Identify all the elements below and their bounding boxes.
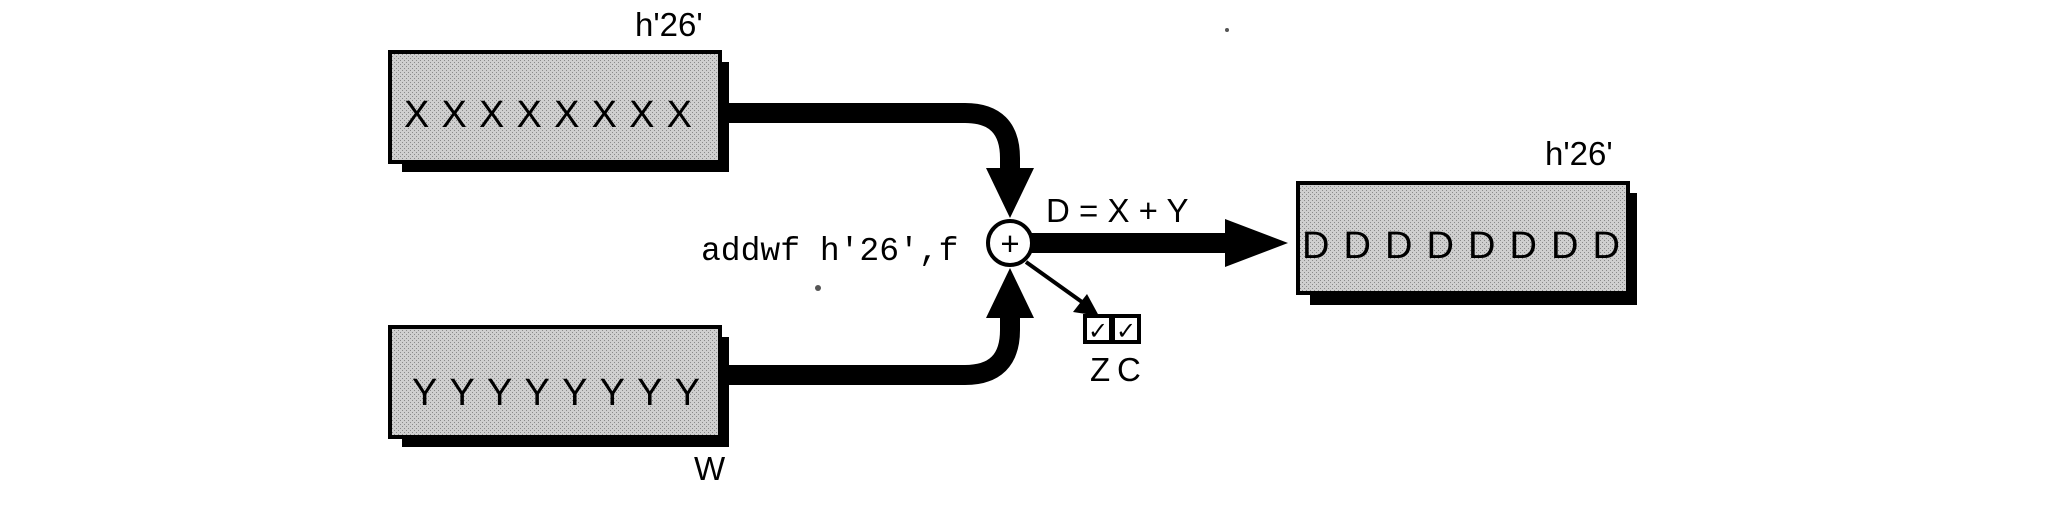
adder-output-arrowhead xyxy=(1225,219,1288,267)
adder-output-connector xyxy=(1030,233,1230,253)
source-register-box xyxy=(388,50,722,164)
source-file-register: h'26' XXXXXXXX xyxy=(388,6,729,172)
w-to-adder-connector xyxy=(729,308,1020,385)
w-register-box xyxy=(388,325,722,439)
source-to-adder-arrowhead xyxy=(986,168,1034,218)
destination-register-address-label: h'26' xyxy=(1545,135,1613,172)
zero-flag-box xyxy=(1083,314,1113,344)
stray-dot-top xyxy=(1225,28,1229,32)
carry-flag-box xyxy=(1111,314,1141,344)
status-flags: ✓ ✓ Z C xyxy=(1024,260,1141,388)
destination-file-register: h'26' DDDDDDDD xyxy=(1296,135,1637,305)
adder-to-flags-arrowhead xyxy=(1073,294,1099,316)
destination-register-box xyxy=(1296,181,1630,295)
adder-plus-symbol: + xyxy=(1000,225,1019,262)
source-register-address-label: h'26' xyxy=(635,6,703,43)
adder-circle xyxy=(986,219,1034,267)
adder: + xyxy=(986,219,1034,267)
adder-to-flags-line xyxy=(1024,260,1084,304)
w-register-name-label: W xyxy=(694,450,726,487)
w-register: W YYYYYYYY xyxy=(388,325,729,487)
source-to-adder-connector xyxy=(729,103,1020,178)
zero-flag-checkmark: ✓ xyxy=(1088,318,1108,345)
stray-dot xyxy=(815,285,821,291)
result-equation: D = X + Y xyxy=(1046,192,1188,229)
instruction-label: addwf h'26',f xyxy=(701,233,958,270)
zero-flag-label: Z xyxy=(1090,351,1110,388)
carry-flag-checkmark: ✓ xyxy=(1116,318,1136,345)
w-to-adder-arrowhead xyxy=(986,268,1034,318)
carry-flag-label: C xyxy=(1117,351,1141,388)
